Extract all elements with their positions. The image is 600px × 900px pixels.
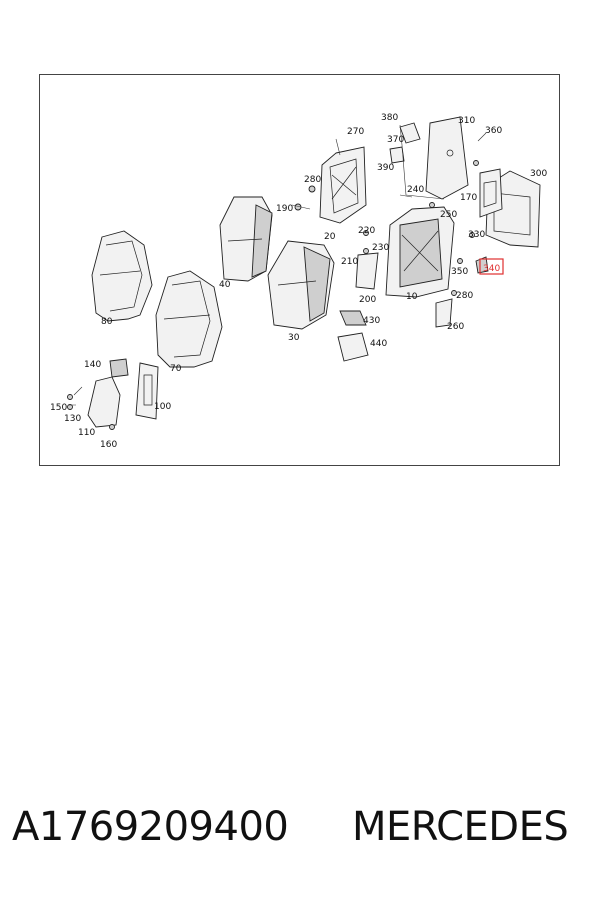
label-390: 390	[377, 163, 394, 173]
label-370: 370	[387, 135, 404, 145]
brand-name: MERCEDES	[352, 804, 569, 850]
part-30-backrest	[267, 240, 335, 330]
label-220: 220	[358, 226, 375, 236]
part-20-frame	[319, 146, 367, 224]
label-250: 250	[440, 210, 457, 220]
label-30: 30	[288, 333, 300, 343]
part-390-clip	[389, 146, 405, 164]
part-310-panel	[425, 116, 469, 200]
label-20: 20	[324, 232, 336, 242]
part-440-cover	[337, 332, 369, 362]
label-200: 200	[359, 295, 376, 305]
parts-diagram: 270 380 310 360 370 390 300 280 240 170 …	[39, 74, 560, 466]
part-number: A1769209400	[12, 804, 289, 850]
part-260-bracket	[435, 298, 453, 328]
label-210: 210	[341, 257, 358, 267]
label-240: 240	[407, 185, 424, 195]
label-270: 270	[347, 127, 364, 137]
part-80-cushion	[91, 230, 153, 322]
label-260: 260	[447, 322, 464, 332]
part-170-frame	[479, 168, 503, 218]
label-110: 110	[78, 428, 95, 438]
label-100: 100	[154, 402, 171, 412]
label-360: 360	[485, 126, 502, 136]
part-140-clip	[109, 358, 129, 378]
label-160: 160	[100, 440, 117, 450]
label-380: 380	[381, 113, 398, 123]
part-70-cushion	[155, 270, 223, 368]
part-200-hinge	[355, 252, 379, 290]
label-170: 170	[460, 193, 477, 203]
fasteners	[67, 160, 489, 430]
part-430-tray	[339, 310, 367, 326]
exploded-view-drawing: 270 380 310 360 370 390 300 280 240 170 …	[50, 113, 547, 450]
label-130: 130	[64, 414, 81, 424]
label-430: 430	[363, 316, 380, 326]
part-100-bracket	[135, 362, 159, 420]
label-140: 140	[84, 360, 101, 370]
label-310: 310	[458, 116, 475, 126]
label-230: 230	[372, 243, 389, 253]
label-300: 300	[530, 169, 547, 179]
label-190: 190	[276, 204, 293, 214]
label-40: 40	[219, 280, 231, 290]
label-80: 80	[101, 317, 113, 327]
label-10: 10	[406, 292, 418, 302]
label-440: 440	[370, 339, 387, 349]
label-330: 330	[468, 230, 485, 240]
highlight-box-340	[479, 258, 504, 275]
label-340: 340	[483, 264, 500, 274]
label-280b: 280	[456, 291, 473, 301]
leader-lines	[68, 124, 487, 406]
label-280: 280	[304, 175, 321, 185]
label-350: 350	[451, 267, 468, 277]
label-150: 150	[50, 403, 67, 413]
part-10-backrest-frame	[385, 206, 455, 298]
label-70: 70	[170, 364, 182, 374]
footer: A1769209400 MERCEDES	[0, 800, 600, 860]
part-110-armrest	[87, 376, 121, 428]
part-40-backrest	[219, 196, 273, 282]
part-380-cap	[399, 122, 421, 144]
